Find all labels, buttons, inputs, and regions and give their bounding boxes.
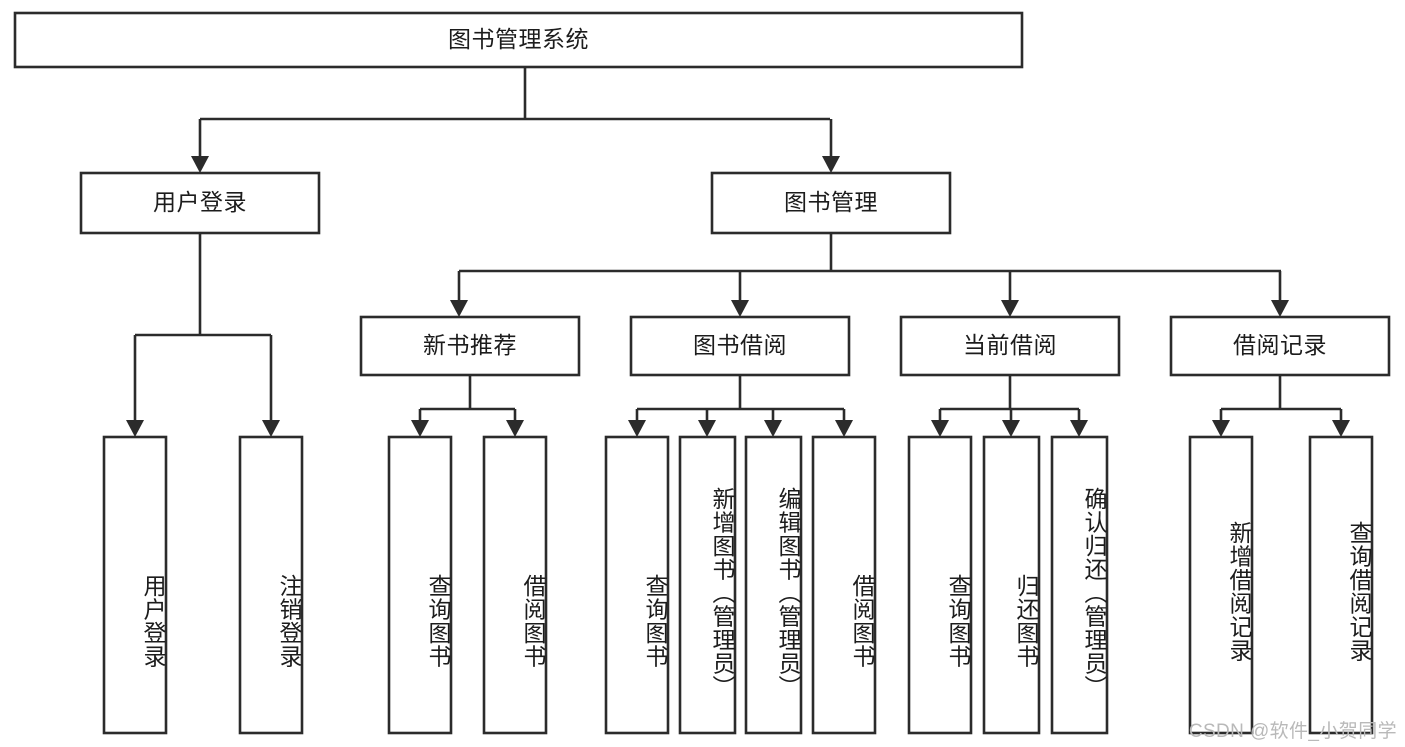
node-box-leaf-user-login[interactable] <box>102 435 168 735</box>
connector-user-login-to-leaves <box>126 233 280 437</box>
node-box-leaf-borrow-book-1[interactable] <box>482 435 548 735</box>
node-box-borrow-record[interactable] <box>1169 315 1391 377</box>
connector-book-manage-to-level2 <box>450 233 1289 317</box>
node-box-leaf-query-book-2[interactable] <box>604 435 670 735</box>
node-box-leaf-add-record[interactable] <box>1188 435 1254 735</box>
connector-book-borrow-to-leaves <box>628 375 853 437</box>
node-box-leaf-edit-book[interactable] <box>744 435 803 735</box>
connector-borrow-record-to-leaves <box>1212 375 1350 437</box>
node-box-new-book-recommend[interactable] <box>359 315 581 377</box>
connector-root-to-level1 <box>191 67 840 173</box>
node-box-leaf-query-book-3[interactable] <box>907 435 973 735</box>
node-box-book-borrow[interactable] <box>629 315 851 377</box>
node-box-leaf-query-book-1[interactable] <box>387 435 453 735</box>
node-box-leaf-add-book[interactable] <box>678 435 737 735</box>
node-box-current-borrow[interactable] <box>899 315 1121 377</box>
node-box-leaf-query-record[interactable] <box>1308 435 1374 735</box>
node-box-leaf-logout-login[interactable] <box>238 435 304 735</box>
node-box-leaf-return-book[interactable] <box>982 435 1041 735</box>
node-box-user-login[interactable] <box>79 171 321 235</box>
connector-current-borrow-to-leaves <box>931 375 1088 437</box>
node-box-root[interactable] <box>13 11 1024 69</box>
node-box-leaf-confirm-return[interactable] <box>1050 435 1109 735</box>
node-box-leaf-borrow-book-2[interactable] <box>811 435 877 735</box>
node-box-book-manage[interactable] <box>710 171 952 235</box>
connector-new-book-recommend-to-leaves <box>411 375 524 437</box>
